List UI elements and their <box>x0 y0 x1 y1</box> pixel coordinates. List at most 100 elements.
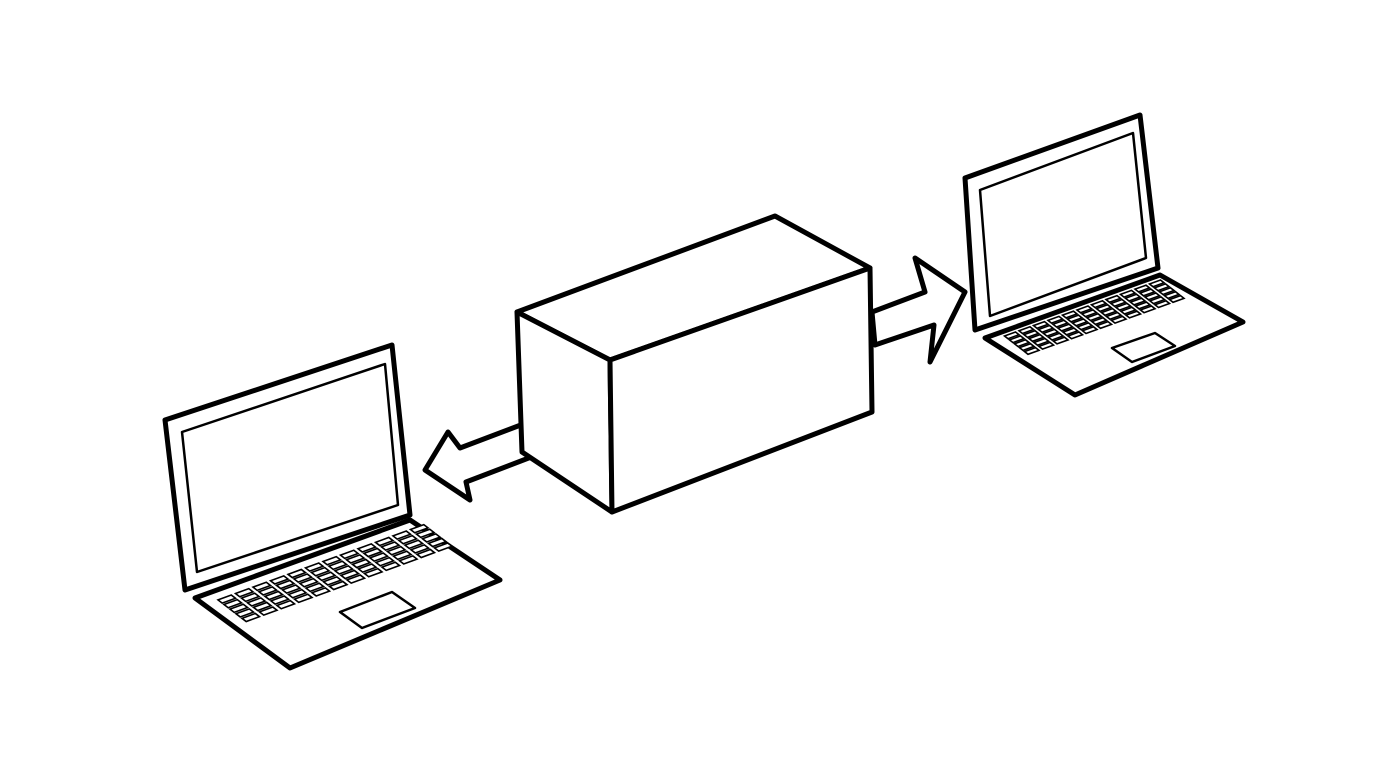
keyboard-key <box>1123 293 1142 302</box>
keyboard-key <box>391 550 413 561</box>
keyboard-key <box>1090 316 1109 326</box>
keyboard-key <box>350 558 372 569</box>
keyboard-key <box>403 539 425 550</box>
keyboard-key <box>333 564 355 575</box>
keyboard-key <box>275 599 297 610</box>
keyboard-key <box>1017 342 1036 352</box>
keyboard-key <box>1128 297 1147 306</box>
laptop-left-trackpad <box>338 590 417 630</box>
keyboard-key <box>245 596 267 607</box>
keyboard-key <box>216 594 238 605</box>
keyboard-key <box>432 542 454 553</box>
keyboard-key <box>292 573 314 584</box>
laptop-right-icon <box>962 112 1246 398</box>
laptop-left-keyboard <box>216 523 454 623</box>
keyboard-key <box>1051 319 1070 328</box>
keyboard-key <box>1133 301 1152 310</box>
keyboard-key <box>368 552 390 563</box>
keyboard-key <box>1075 305 1094 314</box>
keyboard-key <box>303 562 325 573</box>
keyboard-key <box>356 563 378 574</box>
keyboard-key <box>1119 306 1138 315</box>
keyboard-key <box>286 588 308 599</box>
laptop-right-trackpad <box>1110 331 1177 364</box>
keyboard-key <box>374 556 396 567</box>
keyboard-key <box>1153 299 1172 309</box>
keyboard-key <box>234 607 256 618</box>
keyboard-key <box>1118 289 1137 298</box>
keyboard-key <box>1094 303 1113 313</box>
keyboard-key <box>420 532 442 543</box>
keyboard-key <box>1036 324 1055 334</box>
keyboard-key <box>1075 322 1094 331</box>
keyboard-key <box>1046 332 1065 341</box>
central-box-icon <box>514 213 875 515</box>
keyboard-key <box>1056 323 1075 332</box>
laptop-right-base <box>982 272 1246 398</box>
keyboard-key <box>1124 310 1143 319</box>
keyboard-key <box>1012 338 1031 348</box>
keyboard-key <box>385 545 407 556</box>
keyboard-key <box>1017 325 1036 335</box>
arrow-right-icon <box>869 255 968 365</box>
keyboard-key <box>268 574 290 585</box>
keyboard-key <box>233 587 255 598</box>
keyboard-key <box>339 569 361 580</box>
keyboard-key <box>263 590 285 601</box>
keyboard-key <box>1037 341 1056 350</box>
keyboard-key <box>321 555 343 566</box>
keyboard-key <box>298 577 320 588</box>
keyboard-key <box>1152 283 1171 292</box>
keyboard-key <box>310 586 332 597</box>
keyboard-key <box>397 554 419 565</box>
keyboard-key <box>321 575 343 586</box>
keyboard-key <box>1051 336 1070 345</box>
keyboard-key <box>1143 292 1162 301</box>
keyboard-key <box>345 574 367 585</box>
keyboard-key <box>286 568 308 579</box>
keyboard-key <box>391 530 413 541</box>
keyboard-key <box>239 592 261 603</box>
laptop-left-icon <box>162 342 503 671</box>
keyboard-key <box>1109 298 1128 308</box>
keyboard-key <box>1095 320 1114 330</box>
keyboard-key <box>1147 279 1166 288</box>
keyboard-key <box>397 534 419 545</box>
keyboard-key <box>222 598 244 609</box>
keyboard-key <box>1089 299 1108 309</box>
keyboard-key <box>344 553 366 564</box>
keyboard-key <box>1157 286 1176 296</box>
keyboard-key <box>1109 315 1128 324</box>
keyboard-key <box>1070 318 1089 327</box>
keyboard-key <box>356 542 378 553</box>
keyboard-key <box>1167 294 1186 304</box>
keyboard-key <box>1133 284 1152 293</box>
keyboard-key <box>373 536 395 547</box>
keyboard-key <box>327 560 349 571</box>
keyboard-key <box>1080 309 1099 318</box>
keyboard-key <box>1104 294 1123 304</box>
keyboard-key <box>380 561 402 572</box>
keyboard-key <box>269 595 291 606</box>
keyboard-key <box>228 603 250 614</box>
keyboard-key <box>251 581 273 592</box>
keyboard-key <box>1061 327 1080 336</box>
keyboard-key <box>251 601 273 612</box>
keyboard-key <box>292 593 314 604</box>
keyboard-key <box>1022 329 1041 339</box>
keyboard-key <box>1060 310 1079 319</box>
keyboard-key <box>315 571 337 582</box>
keyboard-key <box>1007 335 1026 344</box>
keyboard-key <box>1138 288 1157 297</box>
keyboard-key <box>362 567 384 578</box>
keyboard-key <box>1114 302 1133 311</box>
laptop-right-screen <box>978 131 1148 318</box>
keyboard-key <box>408 523 430 534</box>
keyboard-key <box>1065 314 1084 323</box>
keyboard-key <box>257 606 279 617</box>
keyboard-key <box>1002 331 1021 340</box>
keyboard-key <box>1041 328 1060 337</box>
keyboard-key <box>1046 315 1065 324</box>
keyboard-key <box>415 548 437 559</box>
